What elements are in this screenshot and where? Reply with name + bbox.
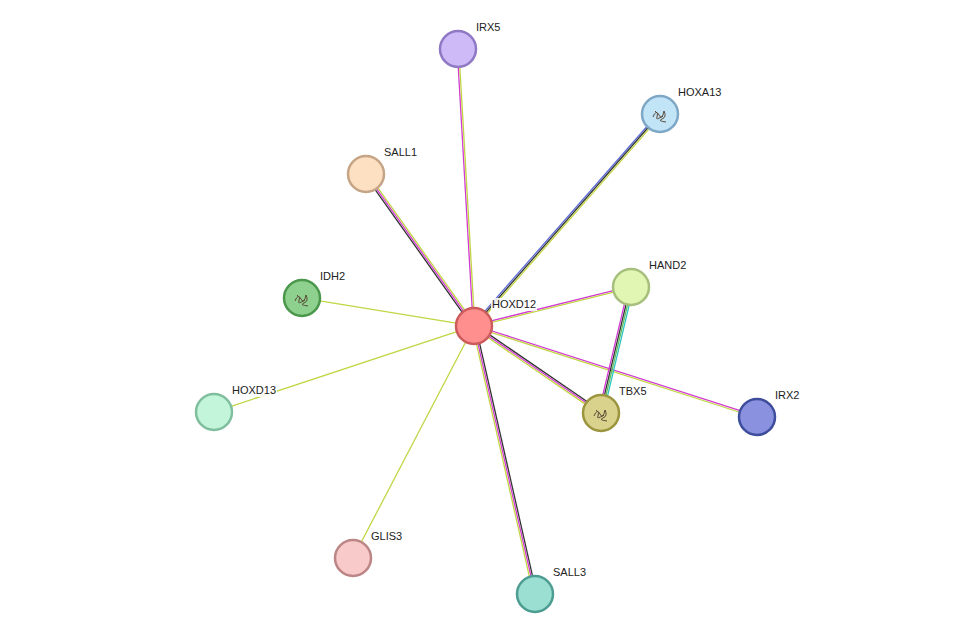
evidence-line xyxy=(378,188,465,311)
evidence-line xyxy=(361,342,465,542)
protein-node xyxy=(437,28,479,70)
evidence-line xyxy=(320,301,456,323)
node-circle xyxy=(345,153,387,195)
node-label: HAND2 xyxy=(648,259,687,272)
evidence-line xyxy=(491,291,613,321)
node-label: IDH2 xyxy=(319,270,346,283)
evidence-line xyxy=(486,128,648,313)
node-circle xyxy=(332,537,374,579)
protein-node xyxy=(332,537,374,579)
interaction-edge xyxy=(231,332,457,407)
protein-node xyxy=(193,391,235,433)
node-label: IRX2 xyxy=(774,389,800,402)
node-circle xyxy=(281,277,323,319)
protein-node xyxy=(580,392,622,434)
node-circle xyxy=(453,305,495,347)
interaction-edge xyxy=(603,304,629,396)
interaction-edge xyxy=(375,188,465,313)
protein-node xyxy=(736,396,778,438)
protein-node xyxy=(453,305,495,347)
protein-node xyxy=(345,153,387,195)
interaction-edge xyxy=(320,301,456,323)
evidence-line xyxy=(603,304,625,395)
protein-node xyxy=(639,93,681,135)
node-circle xyxy=(580,392,622,434)
evidence-line xyxy=(375,190,462,313)
node-circle xyxy=(610,266,652,308)
evidence-line xyxy=(458,67,472,308)
evidence-line xyxy=(608,305,630,396)
node-label: SALL3 xyxy=(552,566,587,579)
evidence-line xyxy=(231,332,457,407)
node-label: SALL1 xyxy=(383,146,418,159)
evidence-line xyxy=(478,344,531,577)
protein-node xyxy=(281,277,323,319)
node-circle xyxy=(736,396,778,438)
node-circle xyxy=(437,28,479,70)
evidence-line xyxy=(487,129,649,314)
node-label: GLIS3 xyxy=(370,530,403,543)
interaction-edge xyxy=(485,126,650,313)
interaction-edge xyxy=(361,342,465,542)
node-label: TBX5 xyxy=(618,385,648,398)
node-label: HOXD12 xyxy=(491,298,537,311)
node-label: IRX5 xyxy=(475,21,501,34)
protein-node xyxy=(610,266,652,308)
node-label: HOXA13 xyxy=(677,86,722,99)
interaction-edge xyxy=(458,67,474,308)
evidence-line xyxy=(606,305,628,396)
evidence-line xyxy=(490,335,587,402)
interaction-edge xyxy=(476,343,532,577)
evidence-line xyxy=(480,343,533,576)
node-circle xyxy=(193,391,235,433)
evidence-line xyxy=(476,344,529,577)
protein-node xyxy=(514,573,556,615)
evidence-line xyxy=(376,189,463,312)
evidence-line xyxy=(492,292,614,322)
evidence-line xyxy=(604,304,626,395)
node-label: HOXD13 xyxy=(231,384,277,397)
evidence-line xyxy=(460,67,474,308)
interaction-edge xyxy=(491,291,613,323)
node-circle xyxy=(514,573,556,615)
node-circle xyxy=(639,93,681,135)
